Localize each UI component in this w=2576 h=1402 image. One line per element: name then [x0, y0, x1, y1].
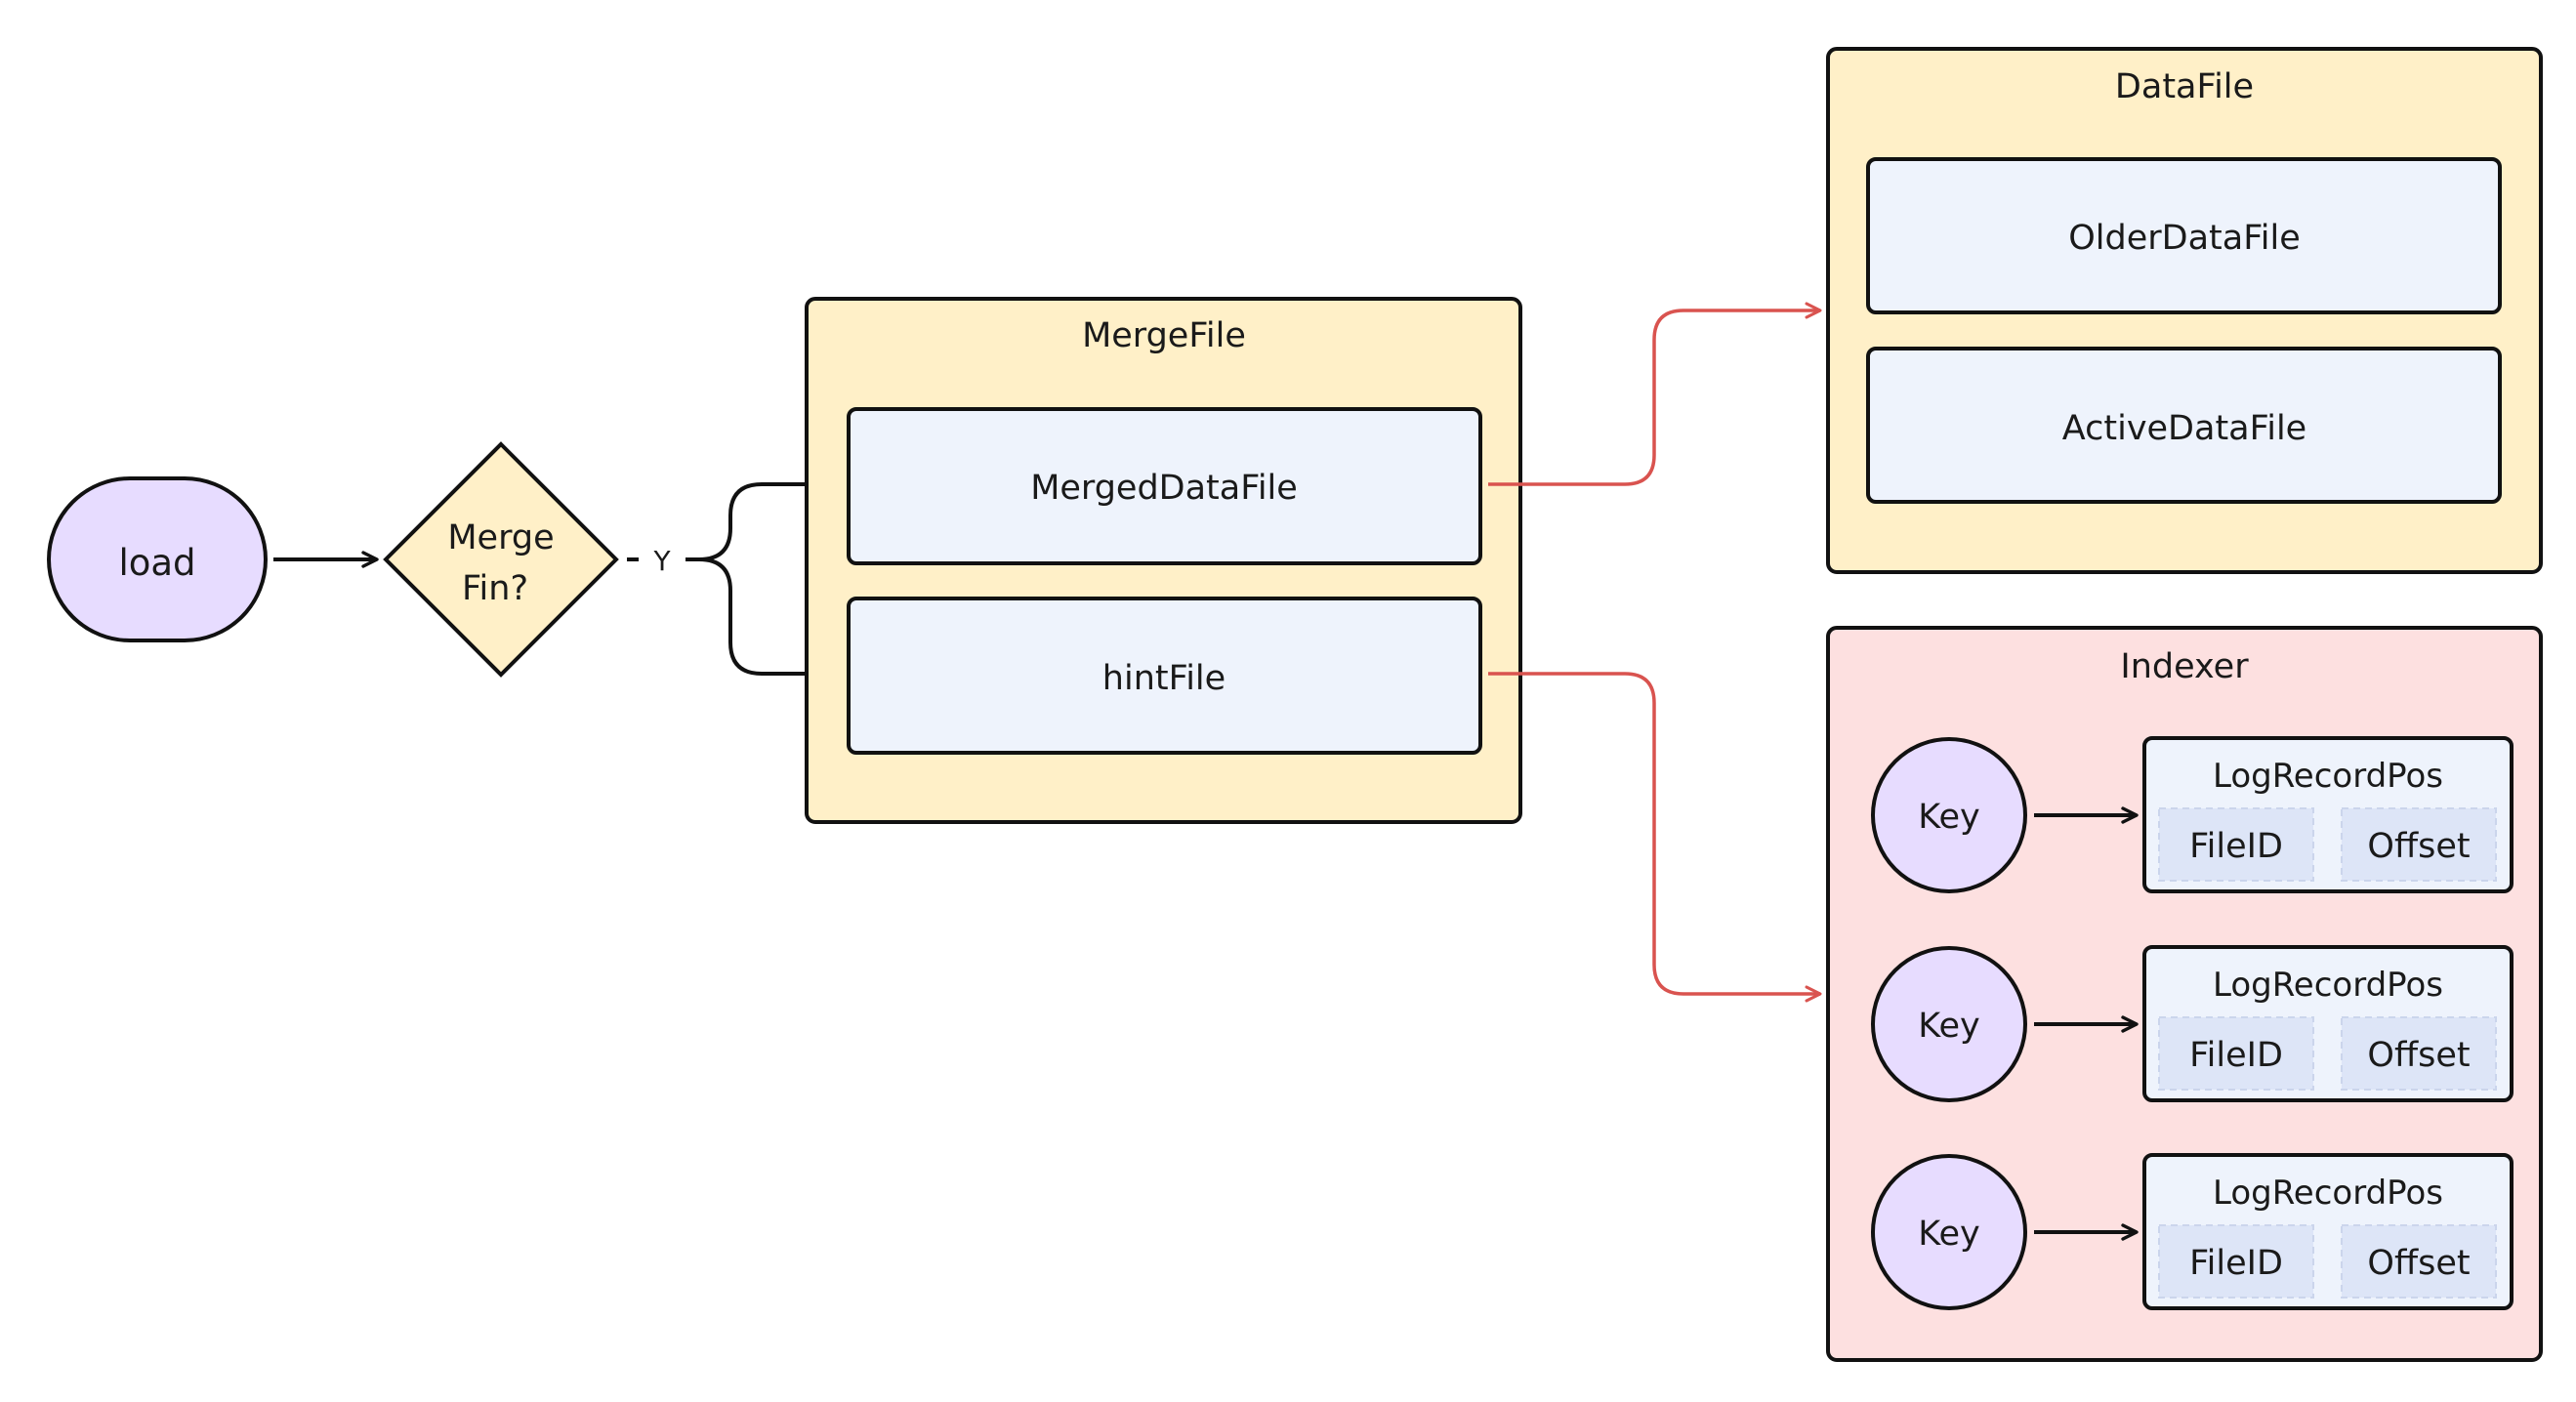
offset-label: Offset [2367, 1036, 2470, 1075]
key-label: Key [1918, 1007, 1979, 1046]
log-record-pos-title: LogRecordPos [2213, 1174, 2443, 1213]
log-record-pos-title: LogRecordPos [2213, 966, 2443, 1005]
active-data-file-box [1866, 347, 2502, 504]
key-node [1871, 737, 2027, 893]
active-data-file-label: ActiveDataFile [2062, 409, 2306, 448]
key-label: Key [1918, 798, 1979, 837]
decision-line1: Merge [447, 518, 554, 557]
offset-field [2341, 807, 2497, 882]
merge-fin-decision [383, 441, 619, 678]
hint-file-box [847, 597, 1482, 755]
file-id-label: FileID [2189, 827, 2283, 866]
key-label: Key [1918, 1215, 1979, 1254]
indexer-title: Indexer [2120, 647, 2249, 686]
load-label: load [118, 542, 195, 584]
log-record-pos-title: LogRecordPos [2213, 757, 2443, 796]
yes-label: Y [652, 545, 671, 577]
merged-data-file-box [847, 407, 1482, 565]
file-id-field [2158, 1016, 2314, 1091]
file-id-field [2158, 1224, 2314, 1299]
offset-label: Offset [2367, 827, 2470, 866]
key-node [1871, 946, 2027, 1102]
load-start-node [47, 476, 268, 642]
offset-field [2341, 1016, 2497, 1091]
file-id-label: FileID [2189, 1036, 2283, 1075]
index-entry: Key LogRecordPos FileID Offset [1871, 945, 2514, 1102]
index-entry: Key LogRecordPos FileID Offset [1871, 736, 2514, 893]
older-data-file-label: OlderDataFile [2068, 219, 2301, 258]
file-id-field [2158, 807, 2314, 882]
file-id-label: FileID [2189, 1244, 2283, 1283]
mergefile-title: MergeFile [1082, 316, 1246, 355]
offset-label: Offset [2367, 1244, 2470, 1283]
datafile-title: DataFile [2115, 67, 2254, 106]
hint-file-label: hintFile [1102, 659, 1226, 698]
decision-line2: Fin? [462, 569, 528, 608]
older-data-file-box [1866, 157, 2502, 314]
merged-data-file-label: MergedDataFile [1030, 469, 1298, 508]
hint-to-indexer-arrow [1488, 672, 1822, 1003]
branch-to-hint-arrow [698, 557, 842, 682]
offset-field [2341, 1224, 2497, 1299]
key-node [1871, 1154, 2027, 1310]
index-entry: Key LogRecordPos FileID Offset [1871, 1153, 2514, 1310]
merged-to-datafile-arrow [1488, 302, 1822, 486]
branch-to-merged-arrow [698, 475, 842, 561]
